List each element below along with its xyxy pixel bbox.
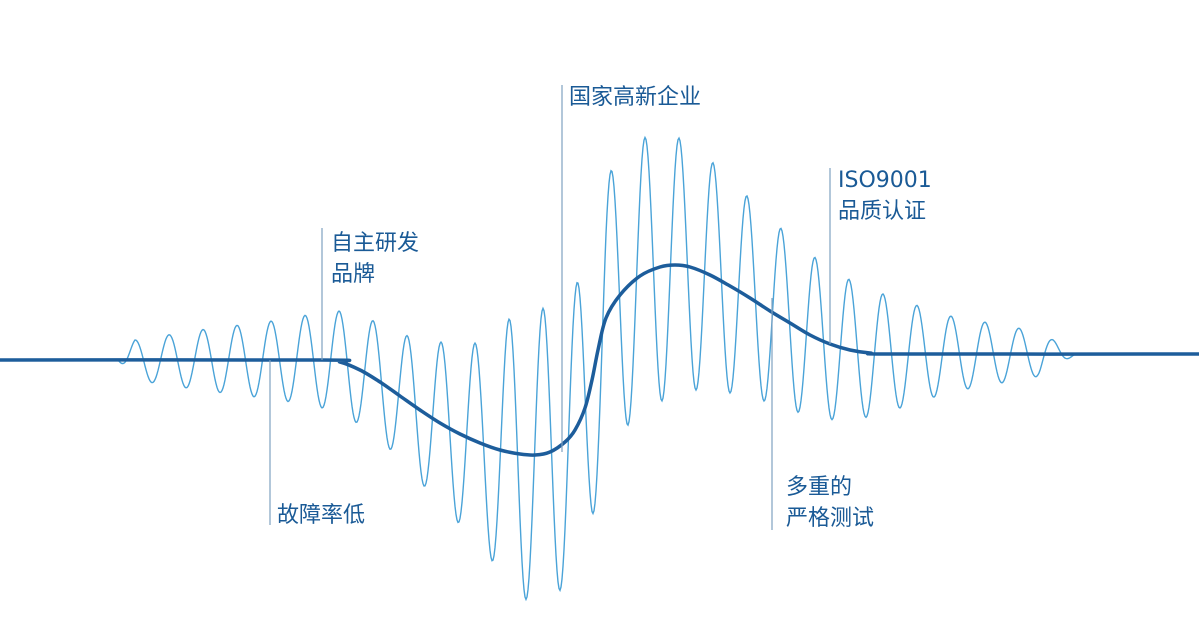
callout-iso-line-2: 品质认证: [838, 199, 927, 224]
callout-failure-line-1: 故障率低: [277, 503, 366, 528]
callout-brand-line-2: 品牌: [331, 262, 376, 287]
oscillating-wave-curve: [0, 135, 1199, 602]
callout-brand-line-1: 自主研发: [331, 231, 420, 256]
callout-testing: 多重的 严格测试: [786, 472, 874, 534]
callout-iso: ISO9001 品质认证: [838, 165, 932, 227]
callout-hightech: 国家高新企业: [569, 82, 701, 113]
leader-lines: [269, 85, 831, 530]
main-s-curve: [0, 263, 1199, 457]
callout-hightech-line-1: 国家高新企业: [569, 85, 702, 110]
callout-testing-line-1: 多重的: [786, 475, 853, 500]
callout-testing-line-2: 严格测试: [786, 506, 875, 531]
callout-iso-line-1: ISO9001: [838, 168, 932, 193]
callout-failure: 故障率低: [277, 500, 365, 531]
callout-brand: 自主研发 品牌: [331, 228, 419, 290]
